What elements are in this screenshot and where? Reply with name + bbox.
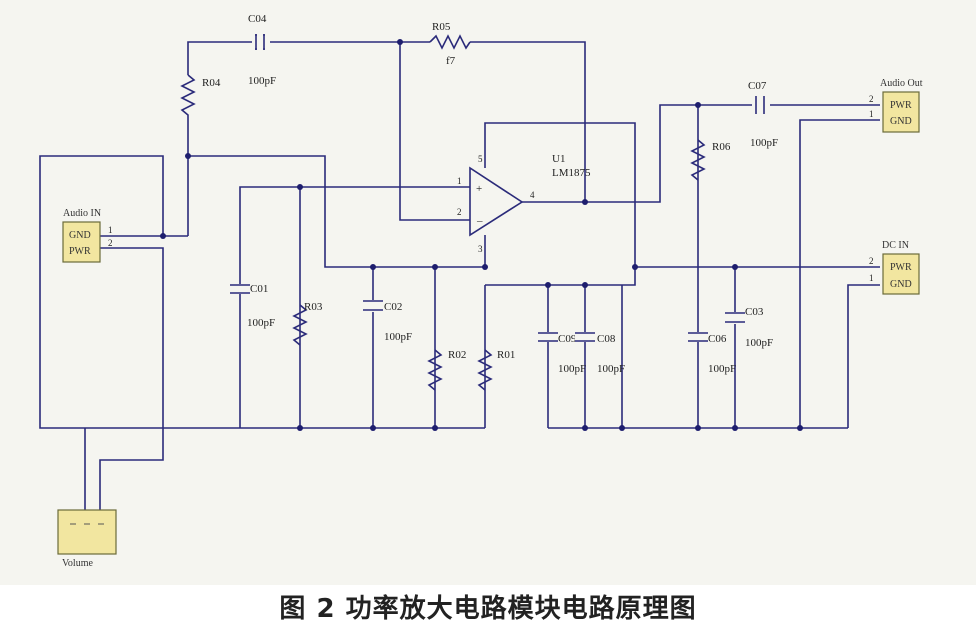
c06-value: 100pF xyxy=(708,363,736,375)
c09-ref: C09 xyxy=(558,333,577,345)
resistor-r04: R04 xyxy=(180,74,221,120)
audio-in-pin-top: GND xyxy=(69,230,91,241)
capacitor-c02: C02 100pF xyxy=(363,300,412,343)
c04-ref: C04 xyxy=(248,13,267,25)
c01-ref: C01 xyxy=(250,283,268,295)
audio-in-pin-bottom: PWR xyxy=(69,246,91,257)
capacitor-c01: C01 100pF xyxy=(230,283,275,329)
audio-out-pin-top: PWR xyxy=(890,100,912,111)
opamp-u1: + – 1 2 5 3 4 U1 LM1875 xyxy=(457,153,591,254)
junction-dots xyxy=(160,39,803,431)
capacitor-c06: C06 100pF xyxy=(688,332,736,375)
capacitor-c07: C07 100pF xyxy=(748,80,778,149)
pin-v-minus: 3 xyxy=(478,244,483,254)
svg-text:1: 1 xyxy=(869,109,874,119)
r03-ref: R03 xyxy=(304,301,323,313)
c08-value: 100pF xyxy=(597,363,625,375)
capacitor-c08: C08 100pF xyxy=(575,332,625,375)
figure-caption: 图 2 功率放大电路模块电路原理图 xyxy=(279,594,697,624)
capacitor-c04: C04 100pF xyxy=(248,13,276,87)
audio-out-pin-bottom: GND xyxy=(890,116,912,127)
c04-value: 100pF xyxy=(248,75,276,87)
resistor-r05: R05 f7 xyxy=(429,21,471,67)
pin-in-minus: 2 xyxy=(457,207,462,217)
svg-text:2: 2 xyxy=(869,256,874,266)
c09-value: 100pF xyxy=(558,363,586,375)
c07-ref: C07 xyxy=(748,80,767,92)
svg-text:1: 1 xyxy=(869,273,874,283)
resistor-r06: R06 xyxy=(690,139,731,181)
schematic-diagram: R04 R05 f7 R06 R03 R02 R01 C04 100pF C07… xyxy=(0,0,976,585)
c06-ref: C06 xyxy=(708,333,727,345)
connector-dc-in: DC IN PWR GND 2 1 xyxy=(869,240,920,295)
c07-value: 100pF xyxy=(750,137,778,149)
resistor-r03: R03 xyxy=(292,301,323,346)
c02-value: 100pF xyxy=(384,331,412,343)
r02-ref: R02 xyxy=(448,349,466,361)
capacitor-c09: C09 100pF xyxy=(538,332,586,375)
r06-ref: R06 xyxy=(712,141,731,153)
pin-v-plus: 5 xyxy=(478,154,483,164)
c01-value: 100pF xyxy=(247,317,275,329)
capacitor-c03: C03 100pF xyxy=(725,306,773,349)
resistor-r01: R01 xyxy=(477,349,515,391)
audio-in-title: Audio IN xyxy=(63,208,101,219)
connector-audio-in: Audio IN GND PWR 1 2 xyxy=(62,208,113,263)
c03-ref: C03 xyxy=(745,306,764,318)
pin-out: 4 xyxy=(530,190,535,200)
r04-ref: R04 xyxy=(202,77,221,89)
svg-text:+: + xyxy=(476,183,482,195)
c02-ref: C02 xyxy=(384,301,402,313)
u1-ref: U1 xyxy=(552,153,565,165)
dc-in-title: DC IN xyxy=(882,240,909,251)
dc-in-pin-bottom: GND xyxy=(890,279,912,290)
svg-text:2: 2 xyxy=(869,94,874,104)
connector-audio-out: Audio Out PWR GND 2 1 xyxy=(869,78,923,133)
dc-in-pin-top: PWR xyxy=(890,262,912,273)
resistor-r02: R02 xyxy=(427,349,466,391)
pin-in-plus: 1 xyxy=(457,176,462,186)
r05-value: f7 xyxy=(446,55,456,67)
connector-volume: Volume xyxy=(57,509,117,569)
c03-value: 100pF xyxy=(745,337,773,349)
u1-part: LM1875 xyxy=(552,167,591,179)
r05-ref: R05 xyxy=(432,21,451,33)
r01-ref: R01 xyxy=(497,349,515,361)
audio-out-title: Audio Out xyxy=(880,78,923,89)
svg-text:1: 1 xyxy=(108,225,113,235)
c08-ref: C08 xyxy=(597,333,616,345)
svg-text:2: 2 xyxy=(108,238,113,248)
volume-title: Volume xyxy=(62,558,93,569)
svg-text:–: – xyxy=(476,215,483,227)
